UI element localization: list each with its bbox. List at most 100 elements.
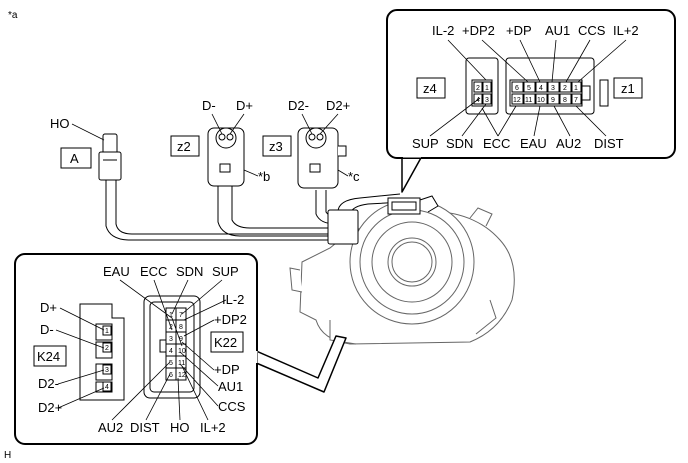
spiral-connector-block	[327, 195, 439, 245]
k22-label-dp: +DP	[214, 362, 240, 377]
k22-label-au2: AU2	[98, 420, 123, 435]
svg-text:4: 4	[476, 97, 480, 104]
top-label-dp2: +DP2	[462, 23, 495, 38]
svg-text:5: 5	[527, 85, 531, 92]
detail-top-z4-connector	[465, 57, 499, 115]
k22-label-dist: DIST	[130, 420, 160, 435]
svg-text:6: 6	[169, 372, 173, 379]
ho-leader	[71, 123, 105, 141]
svg-text:2: 2	[105, 345, 109, 352]
z3-leader-2	[319, 113, 339, 135]
corner-label-h: H	[4, 450, 11, 461]
callout-z1-box	[613, 77, 643, 99]
svg-text:7: 7	[179, 312, 183, 319]
svg-text:4: 4	[105, 384, 109, 391]
z3-pin-d2-minus: D2-	[288, 98, 309, 113]
k22-label-sup: SUP	[212, 264, 239, 279]
k24-label-d2-plus: D2+	[38, 400, 62, 415]
callout-k24: K24	[37, 349, 60, 364]
svg-text:10: 10	[537, 97, 545, 104]
k24-label-d2-minus: D2-	[38, 376, 59, 391]
z2-leader-1	[211, 113, 223, 135]
detail-bottom-k22-pin-numbers: 1 2 3 4 5 6 7 8 9 10 11 12	[169, 312, 186, 379]
callout-z1: z1	[621, 81, 635, 96]
connector-z3	[297, 127, 347, 189]
bottom-label-sdn: SDN	[446, 136, 473, 151]
svg-text:11: 11	[525, 97, 532, 104]
svg-text:1: 1	[485, 85, 489, 92]
svg-text:1: 1	[169, 312, 173, 319]
bottom-label-dist: DIST	[594, 136, 624, 151]
k22-label-il-minus-2: IL-2	[222, 292, 244, 307]
svg-text:10: 10	[178, 348, 186, 355]
z3-pin-d2-plus: D2+	[326, 98, 350, 113]
detail-top-z1-connector	[505, 57, 609, 115]
svg-text:9: 9	[551, 97, 555, 104]
svg-text:6: 6	[515, 85, 519, 92]
callout-k24-box	[33, 345, 67, 367]
ho-label: HO	[50, 116, 70, 131]
svg-text:4: 4	[169, 348, 173, 355]
top-label-dp: +DP	[506, 23, 532, 38]
connector-a	[98, 133, 122, 181]
k22-label-ecc: ECC	[140, 264, 167, 279]
bottom-label-eau: EAU	[520, 136, 547, 151]
svg-text:5: 5	[169, 360, 173, 367]
corner-label-a: *a	[8, 10, 18, 21]
k24-label-d-plus: D+	[40, 300, 57, 315]
k22-label-sdn: SDN	[176, 264, 203, 279]
k24-label-d-minus: D-	[40, 322, 54, 337]
svg-text:11: 11	[178, 360, 185, 367]
detail-top-leaders	[429, 39, 627, 137]
k22-label-ho: HO	[170, 420, 190, 435]
svg-text:7: 7	[574, 97, 578, 104]
svg-text:3: 3	[105, 367, 109, 374]
k22-label-dp2: +DP2	[214, 312, 247, 327]
callout-a: A	[70, 151, 79, 166]
note-c: *c	[348, 169, 360, 184]
note-b-leader	[243, 169, 259, 177]
top-label-ccs: CCS	[578, 23, 606, 38]
detail-bottom-k24-pin-numbers: 1 2 3 4	[105, 328, 109, 391]
svg-text:1: 1	[105, 328, 109, 335]
svg-text:3: 3	[551, 85, 555, 92]
callout-z3: z3	[269, 139, 283, 154]
svg-text:4: 4	[539, 85, 543, 92]
top-label-au1: AU1	[545, 23, 570, 38]
k22-label-eau: EAU	[103, 264, 130, 279]
svg-text:2: 2	[563, 85, 567, 92]
connector-z2	[207, 127, 245, 187]
callout-z4: z4	[423, 81, 437, 96]
z2-leader-2	[229, 113, 245, 135]
callout-k22: K22	[214, 335, 237, 350]
bottom-label-ecc: ECC	[483, 136, 510, 151]
detail-top-pin-numbers: 2 1 4 3 6 5 4 3 2 1 12 11 10 9 8 7	[476, 85, 578, 104]
bottom-label-au2: AU2	[556, 136, 581, 151]
bottom-label-sup: SUP	[412, 136, 439, 151]
callout-z3-box	[262, 135, 292, 157]
svg-text:9: 9	[179, 336, 183, 343]
callout-z2-box	[170, 135, 200, 157]
k22-label-au1: AU1	[218, 379, 243, 394]
top-label-il-plus-2: IL+2	[613, 23, 639, 38]
callout-z2: z2	[177, 139, 191, 154]
detail-bottom-k22-connector	[143, 295, 201, 399]
z3-leader-1	[301, 113, 313, 135]
callout-z4-box	[416, 77, 446, 99]
svg-text:1: 1	[574, 85, 578, 92]
callout-k22-box	[210, 331, 244, 353]
k22-label-il-plus-2: IL+2	[200, 420, 226, 435]
svg-text:12: 12	[178, 372, 186, 379]
svg-text:8: 8	[179, 324, 183, 331]
note-c-leader	[337, 169, 349, 177]
svg-text:3: 3	[485, 97, 489, 104]
z2-pin-d-minus: D-	[202, 98, 216, 113]
z2-pin-d-plus: D+	[236, 98, 253, 113]
note-b: *b	[258, 169, 270, 184]
svg-text:2: 2	[476, 85, 480, 92]
svg-text:3: 3	[169, 336, 173, 343]
top-label-il-minus-2: IL-2	[432, 23, 454, 38]
detail-bottom-k24-connector	[79, 303, 125, 401]
